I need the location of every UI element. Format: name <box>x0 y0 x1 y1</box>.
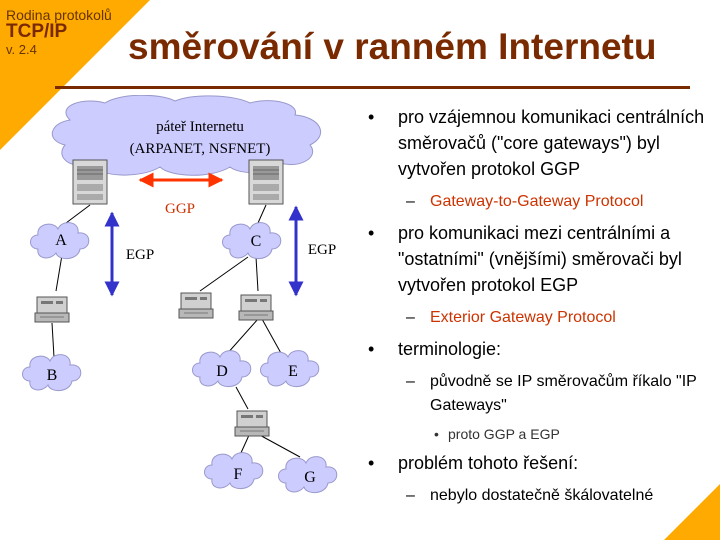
backbone-label-line2: (ARPANET, NSFNET) <box>130 141 271 157</box>
router-c2-icon <box>238 294 274 321</box>
router-c1-icon <box>178 292 214 319</box>
bullet-list: pro vzájemnou komunikaci centrálních smě… <box>368 104 713 514</box>
node-label-c: C <box>251 233 262 250</box>
node-label-e: E <box>288 363 298 380</box>
bullet-terminology-note: proto GGP a EGP <box>368 424 713 444</box>
ggp-label: GGP <box>165 201 195 217</box>
node-label-f: F <box>234 466 243 483</box>
bullet-ggp: pro vzájemnou komunikaci centrálních smě… <box>368 104 713 182</box>
router-a-icon <box>34 296 70 323</box>
bullet-egp-expansion: Exterior Gateway Protocol <box>368 306 713 330</box>
bullet-problem: problém tohoto řešení: <box>368 450 713 476</box>
protocol-label: TCP/IP <box>6 21 68 42</box>
course-label: Rodina protokolů <box>6 7 112 23</box>
routing-diagram: páteř Internetu (ARPANET, NSFNET) GGP EG… <box>22 95 338 494</box>
bullet-terminology: terminologie: <box>368 336 713 362</box>
title-underline <box>55 86 690 89</box>
node-label-g: G <box>304 469 316 486</box>
version-label: v. 2.4 <box>6 42 37 57</box>
core-gateway-left-icon <box>72 159 108 205</box>
network-links <box>51 204 301 458</box>
router-d-icon <box>234 410 270 437</box>
egp-label-right: EGP <box>308 242 336 258</box>
bullet-ggp-expansion: Gateway-to-Gateway Protocol <box>368 190 713 214</box>
bullet-problem-detail: nebylo dostatečně škálovatelné <box>368 484 713 508</box>
bullet-egp: pro komunikaci mezi centrálními a "ostat… <box>368 220 713 298</box>
slide-title: směrování v ranném Internetu <box>128 26 657 67</box>
bullet-terminology-detail: původně se IP směrovačům říkalo "IP Gate… <box>368 370 713 418</box>
core-gateway-right-icon <box>248 159 284 205</box>
node-label-b: B <box>47 367 58 384</box>
node-label-a: A <box>55 232 67 249</box>
egp-label-left: EGP <box>126 247 154 263</box>
node-label-d: D <box>216 363 228 380</box>
backbone-label-line1: páteř Internetu <box>156 119 244 135</box>
